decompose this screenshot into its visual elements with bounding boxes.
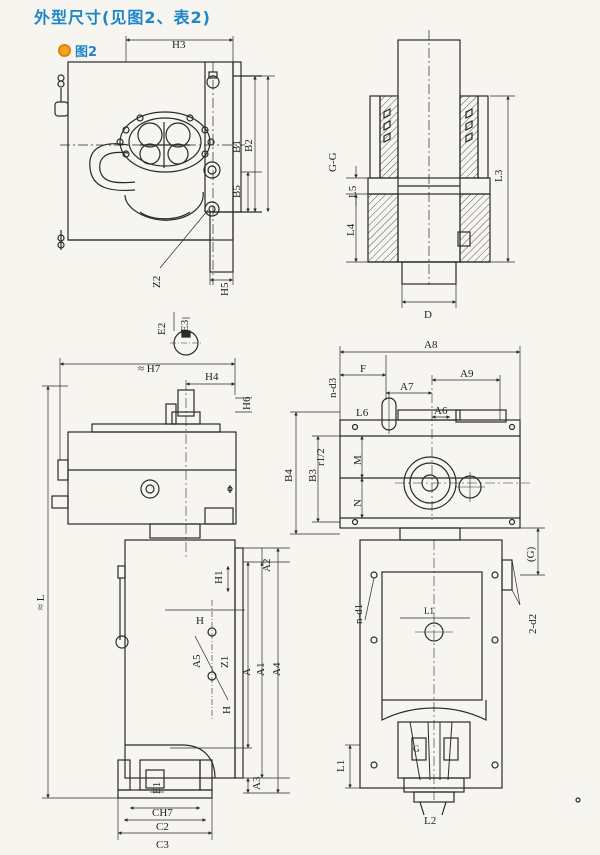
label-L: ≈ L [35,594,47,610]
bottom-left-view [42,312,290,840]
label-B3: B3 [307,469,319,482]
label-L5: L5 [347,185,359,198]
page-title: 外型尺寸(见图2、表2) [34,8,211,27]
label-C2: C2 [156,821,169,833]
label-A9: A9 [460,368,474,380]
label-A4: A4 [271,662,283,676]
label-L6: L6 [356,407,369,419]
bottom-right-view [290,346,581,816]
label-N: N [352,499,364,507]
label-B1: B1 [231,140,243,153]
label-H3: H3 [172,39,186,51]
label-H4: H4 [205,371,219,383]
label-A: A [241,668,253,676]
label-A7: A7 [400,381,414,393]
label-H-lower: H [221,706,233,714]
label-B4: B4 [283,469,295,482]
top-left-view [54,36,275,285]
label-A1: A1 [255,663,267,676]
label-Z1: Z1 [219,656,231,668]
label-L4: L4 [345,223,357,236]
label-H: H [196,615,204,627]
label-H7: ≈ H7 [138,363,161,375]
label-A6: A6 [434,405,448,417]
label-2d2: 2-d2 [527,614,539,634]
figure-label-text: 图2 [75,45,98,60]
label-r12: r1/2 [315,448,327,466]
label-GG: G-G [327,152,339,172]
figure-label: 图2 [58,41,97,60]
label-B2: B2 [243,139,255,152]
section-gg-view [346,30,515,308]
label-A5: A5 [191,654,203,668]
label-A8: A8 [424,339,438,351]
dimension-labels: H3 B1 B2 B5 Z2 H5 G-G L5 L4 L3 D E2 E3 ≈… [35,39,539,851]
label-Z2: Z2 [151,276,163,288]
label-C3: C3 [156,839,169,851]
label-A2: A2 [261,559,273,572]
label-D: D [424,309,432,321]
label-E3: E3 [179,319,191,332]
label-H5: H5 [219,282,231,296]
label-E2: E2 [156,323,168,335]
label-L3: L3 [493,169,505,182]
bullet-icon [58,44,71,57]
label-nd3: n-d3 [327,377,339,398]
label-CH7: CH7 [152,807,173,819]
label-L2: L2 [424,815,436,827]
label-H1: H1 [213,571,225,584]
label-L1: L1 [335,760,347,772]
label-G-small: G [413,744,420,754]
label-B5: B5 [231,185,243,198]
label-nd1: n-d1 [353,604,365,624]
label-E1: E1 [151,782,163,794]
label-M: M [352,455,364,465]
label-L1-small: L1 [424,606,434,616]
label-F: F [360,363,366,375]
label-H6: H6 [241,396,253,410]
label-A3: A3 [251,776,263,790]
label-G: (G) [525,546,537,562]
